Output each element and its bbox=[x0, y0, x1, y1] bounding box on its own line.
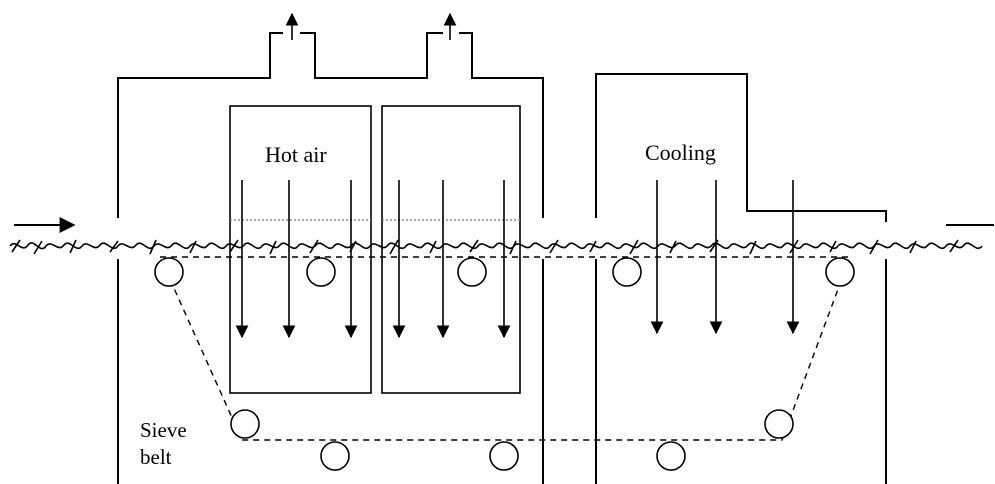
cooling-label: Cooling bbox=[645, 140, 716, 165]
roller bbox=[825, 257, 855, 287]
hot-air-plenum-2 bbox=[381, 105, 521, 394]
roller bbox=[306, 257, 336, 287]
cooling-housing-outline bbox=[595, 73, 887, 484]
belt-label: belt bbox=[140, 445, 172, 469]
roller bbox=[457, 257, 487, 287]
hot-air-label: Hot air bbox=[265, 142, 327, 167]
roller bbox=[612, 257, 642, 287]
product-layer bbox=[9, 242, 983, 250]
sieve-label: Sieve bbox=[140, 418, 187, 442]
sieve-belt bbox=[158, 256, 852, 441]
dryer-housing-outline bbox=[117, 32, 544, 484]
roller bbox=[320, 441, 350, 471]
product-layer-texture bbox=[11, 239, 959, 255]
roller bbox=[656, 441, 686, 471]
roller bbox=[764, 409, 794, 439]
roller bbox=[230, 409, 260, 439]
hot-air-plenum-1 bbox=[229, 105, 372, 394]
roller bbox=[489, 441, 519, 471]
roller bbox=[154, 257, 184, 287]
